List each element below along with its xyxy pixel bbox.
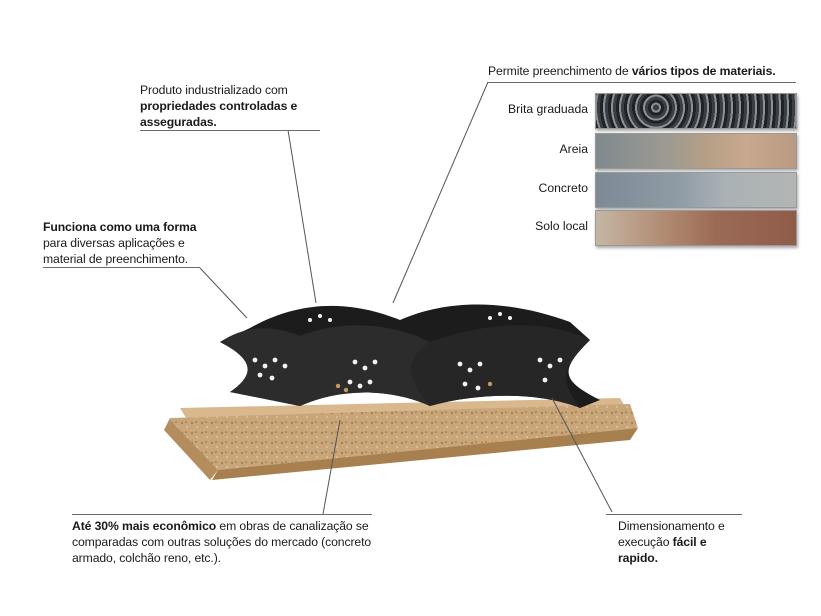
material-label-areia: Areia — [559, 142, 588, 156]
soil-block — [164, 398, 638, 480]
geocell — [220, 304, 600, 408]
material-swatch-concreto — [595, 172, 797, 208]
geocell-illustration — [164, 304, 638, 480]
material-label-concreto: Concreto — [538, 181, 588, 195]
callout-forma-text: para diversas aplicações e material de p… — [43, 236, 189, 266]
callout-facil: Dimensionamento e execução fácil e rapid… — [618, 518, 748, 566]
material-swatch-areia — [595, 133, 797, 169]
callout-materiais: Permite preenchimento de vários tipos de… — [488, 63, 818, 79]
callout-materiais-bold: vários tipos de materiais. — [631, 64, 776, 78]
callout-industrialized-line1: Produto industrializado com — [140, 83, 288, 97]
callout-industrialized-rule — [140, 130, 320, 131]
callout-facil-text: Dimensionamento e execução — [618, 519, 725, 549]
callout-facil-bold: fácil e rapido. — [618, 535, 707, 565]
callout-forma-rule — [43, 267, 200, 268]
callout-materiais-text: Permite preenchimento de — [488, 64, 632, 78]
material-swatch-solo — [595, 210, 797, 246]
callout-forma: Funciona como uma forma para diversas ap… — [43, 219, 213, 267]
callout-economico: Até 30% mais econômico em obras de canal… — [72, 518, 382, 566]
callout-economico-bold: Até 30% mais econômico — [72, 519, 217, 533]
callout-materiais-rule — [488, 82, 796, 83]
callout-industrialized-bold: propriedades controladas e asseguradas. — [140, 99, 298, 129]
callout-industrialized: Produto industrializado com propriedades… — [140, 82, 340, 130]
material-label-solo: Solo local — [535, 219, 588, 233]
callout-economico-rule — [72, 514, 372, 515]
callout-forma-bold: Funciona como uma forma — [43, 220, 197, 234]
callout-facil-rule — [606, 514, 742, 515]
callout-economico-text: em obras de canalização se comparadas co… — [72, 519, 372, 565]
material-label-brita: Brita graduada — [508, 102, 588, 116]
material-swatch-brita — [595, 93, 797, 129]
